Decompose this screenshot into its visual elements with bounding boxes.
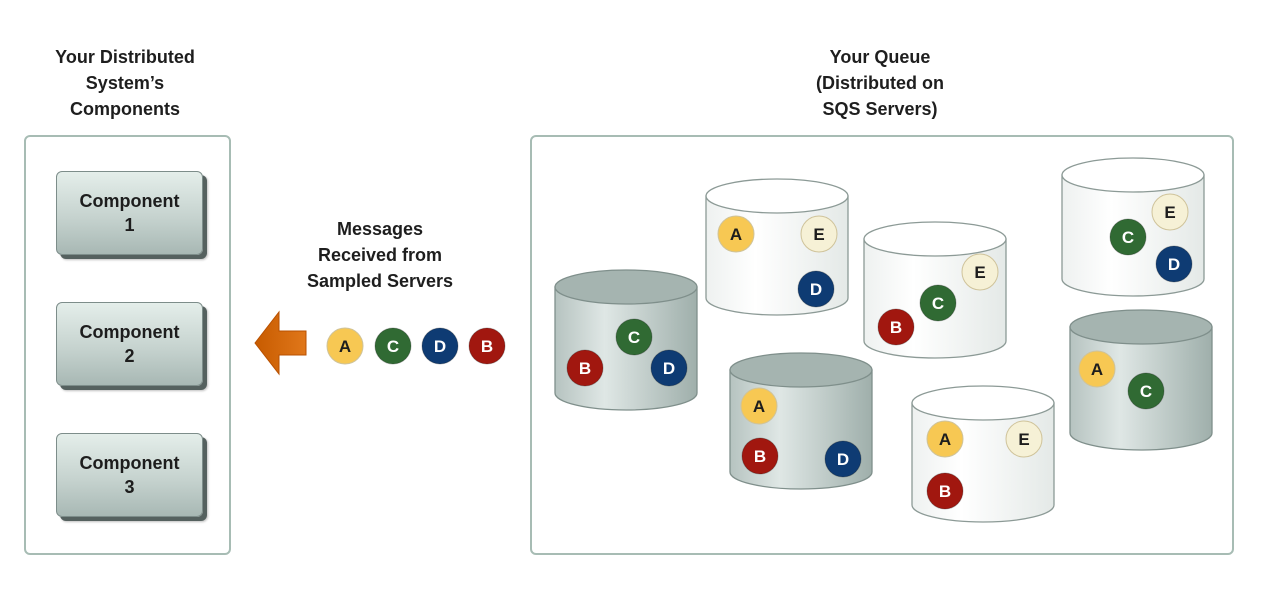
- message-letter: A: [753, 397, 765, 416]
- message-letter: D: [663, 359, 675, 378]
- message-letter: E: [813, 225, 824, 244]
- server-1-message-B: B: [566, 349, 604, 387]
- message-letter: A: [939, 430, 951, 449]
- received-message-B: B: [468, 327, 506, 365]
- server-1-message-D: D: [650, 349, 688, 387]
- sqs-server-4: E C D: [1061, 157, 1205, 297]
- components-heading: Your Distributed System’s Components: [55, 47, 195, 119]
- message-letter: B: [481, 337, 493, 356]
- server-1-message-C: C: [615, 318, 653, 356]
- component-3-box: Component 3: [56, 433, 203, 517]
- server-2-message-A: A: [717, 215, 755, 253]
- sqs-server-5: A B D: [729, 352, 873, 490]
- message-letter: A: [730, 225, 742, 244]
- message-letter: D: [810, 280, 822, 299]
- message-letter: C: [932, 294, 944, 313]
- message-letter: B: [890, 318, 902, 337]
- sqs-server-7: AC: [1069, 309, 1213, 451]
- server-4-message-D: D: [1155, 245, 1193, 283]
- server-7-message-C: C: [1127, 372, 1165, 410]
- server-6-message-A: A: [926, 420, 964, 458]
- message-letter: D: [434, 337, 446, 356]
- message-letter: B: [754, 447, 766, 466]
- message-letter: E: [974, 263, 985, 282]
- server-3-message-E: E: [961, 253, 999, 291]
- message-letter: A: [339, 337, 351, 356]
- server-4-message-C: C: [1109, 218, 1147, 256]
- component-1-box: Component 1: [56, 171, 203, 255]
- message-letter: D: [837, 450, 849, 469]
- sqs-server-1: C B D: [554, 269, 698, 411]
- sqs-server-6: A E B: [911, 385, 1055, 523]
- server-6-message-B: B: [926, 472, 964, 510]
- message-letter: C: [1140, 382, 1152, 401]
- message-letter: C: [628, 328, 640, 347]
- server-5-message-A: A: [740, 387, 778, 425]
- message-letter: E: [1018, 430, 1029, 449]
- left-arrow-icon: [254, 310, 307, 376]
- received-message-C: C: [374, 327, 412, 365]
- sqs-server-3: E C B: [863, 221, 1007, 359]
- server-2-message-E: E: [800, 215, 838, 253]
- received-messages-heading: Messages Received from Sampled Servers: [306, 219, 454, 291]
- message-letter: E: [1164, 203, 1175, 222]
- received-message-D: D: [421, 327, 459, 365]
- server-6-message-E: E: [1005, 420, 1043, 458]
- message-letter: B: [579, 359, 591, 378]
- message-letter: A: [1091, 360, 1103, 379]
- server-5-message-B: B: [741, 437, 779, 475]
- server-3-message-B: B: [877, 308, 915, 346]
- server-4-message-E: E: [1151, 193, 1189, 231]
- server-2-message-D: D: [797, 270, 835, 308]
- message-letter: C: [1122, 228, 1134, 247]
- queue-heading: Your Queue (Distributed on SQS Servers): [816, 47, 944, 119]
- components-panel: Component 1 Component 2 Component 3: [24, 135, 231, 555]
- server-7-message-A: A: [1078, 350, 1116, 388]
- message-letter: B: [939, 482, 951, 501]
- server-3-message-C: C: [919, 284, 957, 322]
- server-5-message-D: D: [824, 440, 862, 478]
- received-message-A: A: [326, 327, 364, 365]
- message-letter: D: [1168, 255, 1180, 274]
- sqs-server-2: A E D: [705, 178, 849, 316]
- message-letter: C: [387, 337, 399, 356]
- component-2-box: Component 2: [56, 302, 203, 386]
